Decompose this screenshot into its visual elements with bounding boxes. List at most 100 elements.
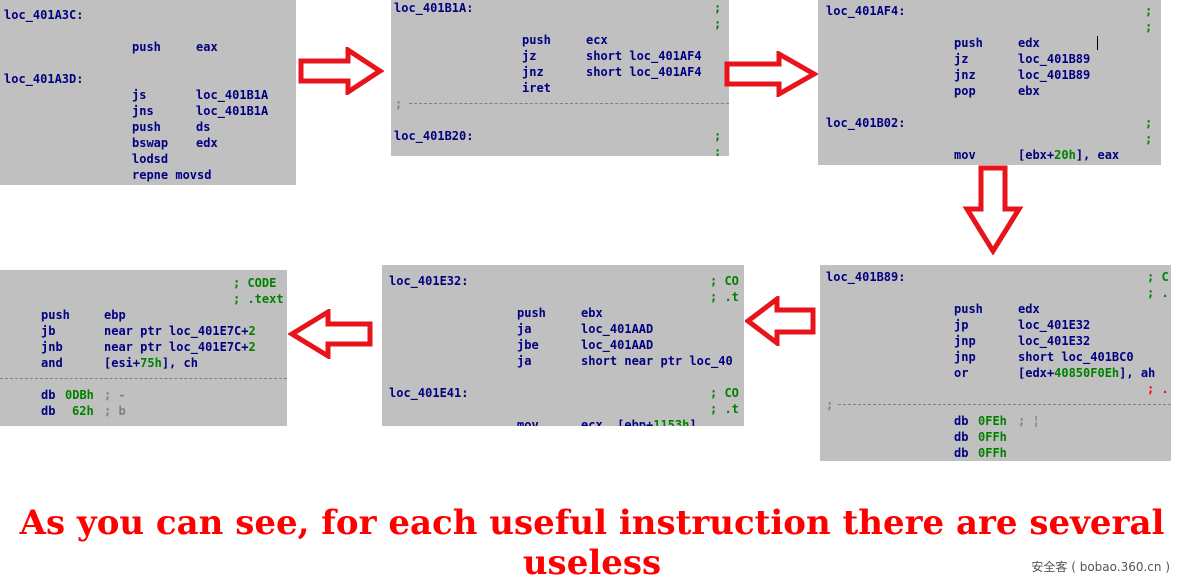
comment: ;	[1145, 20, 1153, 34]
operand: [edx+40850F0Eh], ah	[1018, 366, 1156, 380]
comment: ;	[1145, 116, 1153, 130]
mnemonic: db	[954, 414, 969, 428]
mnemonic: jz	[954, 52, 969, 66]
comment: ; .t	[710, 290, 739, 304]
operand-link[interactable]: short loc_401BC0	[1018, 350, 1134, 364]
comment: ;	[714, 129, 722, 143]
mnemonic: and	[41, 356, 63, 370]
mnemonic: lodsd	[132, 152, 169, 166]
comment: ; C	[1147, 270, 1169, 284]
mnemonic: bswap	[132, 136, 169, 150]
caption-text: As you can see, for each useful instruct…	[19, 503, 1165, 583]
operand-link[interactable]: short near ptr loc_40	[581, 354, 733, 368]
arrow-down-icon	[963, 165, 1023, 255]
code-panel-loc-401e7c: ; CODE ; .text push ebp jb near ptr loc_40…	[0, 270, 287, 426]
separator-line	[0, 371, 287, 387]
mnemonic: db	[954, 430, 969, 444]
arrow-left-icon	[745, 296, 816, 346]
mnemonic: jb	[41, 324, 56, 338]
mnemonic: push	[517, 306, 546, 320]
mnemonic: push	[522, 33, 551, 47]
mnemonic: jz	[522, 49, 537, 63]
comment: ;	[714, 1, 722, 15]
data-value: 0DBh	[65, 388, 94, 402]
mnemonic: jns	[132, 104, 154, 118]
operand: eax	[196, 40, 218, 54]
mnemonic: push	[954, 302, 983, 316]
mnemonic: push	[132, 40, 161, 54]
mnemonic: ja	[517, 354, 532, 368]
watermark: 安全客 ( bobao.360.cn )	[1031, 560, 1170, 574]
operand: edx	[1018, 36, 1040, 50]
code-label[interactable]: loc_401B20:	[394, 129, 474, 143]
separator-comment: ;	[826, 398, 834, 412]
mnemonic: repne movsd	[132, 168, 212, 182]
operand-link[interactable]: loc_401AAD	[581, 322, 654, 336]
code-label[interactable]: loc_401B02:	[826, 116, 906, 130]
operand-link[interactable]: loc_401B89	[1018, 68, 1091, 82]
code-label[interactable]: loc_401A3C:	[4, 8, 84, 22]
operand-link[interactable]: loc_401E32	[1018, 334, 1091, 348]
mnemonic: jnp	[954, 350, 976, 364]
code-label[interactable]: loc_401B1A:	[394, 1, 474, 15]
mnemonic: db	[41, 404, 56, 418]
comment: ; CODE	[233, 276, 277, 290]
operand: ebx	[581, 306, 603, 320]
code-panel-loc-401e32: loc_401E32: ; CO ; .t push ebx ja loc_401AA…	[382, 265, 744, 426]
comment: ;	[714, 145, 722, 156]
operand-link[interactable]: near ptr loc_401E7C+2	[104, 324, 256, 338]
code-label[interactable]: loc_401E41:	[389, 386, 469, 400]
separator-line: ;	[391, 96, 729, 112]
comment: ; b	[104, 404, 126, 418]
data-value: 0FEh	[978, 414, 1007, 428]
code-label[interactable]: loc_401A3D:	[4, 72, 84, 86]
operand: ecx	[586, 33, 608, 47]
code-panel-loc-401af4: loc_401AF4:; ; push edx jz loc_401B89 jnz l…	[818, 0, 1161, 165]
arrow-right-icon	[724, 51, 818, 97]
comment: ; CO	[710, 274, 739, 288]
comment: ; .t	[710, 402, 739, 416]
operand-link[interactable]: loc_401B1A	[196, 104, 269, 118]
comment: ;	[1145, 4, 1153, 18]
operand: ebp	[104, 308, 126, 322]
code-label[interactable]: loc_401E32:	[389, 274, 469, 288]
mnemonic: db	[954, 446, 969, 460]
data-value: 0FFh	[978, 446, 1007, 460]
comment: ; .	[1147, 286, 1169, 300]
mnemonic: jp	[954, 318, 969, 332]
operand: ebx	[1018, 84, 1040, 98]
operand-link[interactable]: loc_401B1A	[196, 88, 269, 102]
mnemonic: ja	[517, 322, 532, 336]
operand: [ebx+20h], eax	[1018, 148, 1120, 162]
mnemonic: push	[41, 308, 70, 322]
operand: ds	[196, 120, 211, 134]
operand-link[interactable]: loc_401AAD	[581, 338, 654, 352]
operand-link[interactable]: short loc_401AF4	[586, 65, 702, 79]
mnemonic: push	[132, 120, 161, 134]
mnemonic: jnz	[954, 68, 976, 82]
mnemonic: mov	[517, 418, 539, 426]
mnemonic: pop	[954, 84, 976, 98]
operand-link[interactable]: loc_401E32	[1018, 318, 1091, 332]
operand-link[interactable]: short loc_401AF4	[586, 49, 702, 63]
arrow-left-icon	[288, 309, 373, 359]
operand-link[interactable]: loc_401B89	[1018, 52, 1091, 66]
operand: [esi+75h], ch	[104, 356, 198, 370]
comment: ; .	[1147, 382, 1169, 396]
comment: ; -	[104, 388, 126, 402]
operand-link[interactable]: near ptr loc_401E7C+2	[104, 340, 256, 354]
separator-line: ;	[820, 397, 1171, 413]
code-panel-loc-401b1a: loc_401B1A:; ; push ecx jz short loc_401AF…	[391, 0, 729, 156]
mnemonic: push	[954, 36, 983, 50]
comment: ; CO	[710, 386, 739, 400]
code-label[interactable]: loc_401AF4:	[826, 4, 906, 18]
arrow-right-icon	[298, 47, 384, 95]
comment: ;	[1145, 132, 1153, 146]
comment: ; ¦	[1018, 414, 1040, 428]
mnemonic: jnb	[41, 340, 63, 354]
code-label[interactable]: loc_401B89:	[826, 270, 906, 284]
operand: edx	[1018, 302, 1040, 316]
comment: ; .text	[233, 292, 284, 306]
